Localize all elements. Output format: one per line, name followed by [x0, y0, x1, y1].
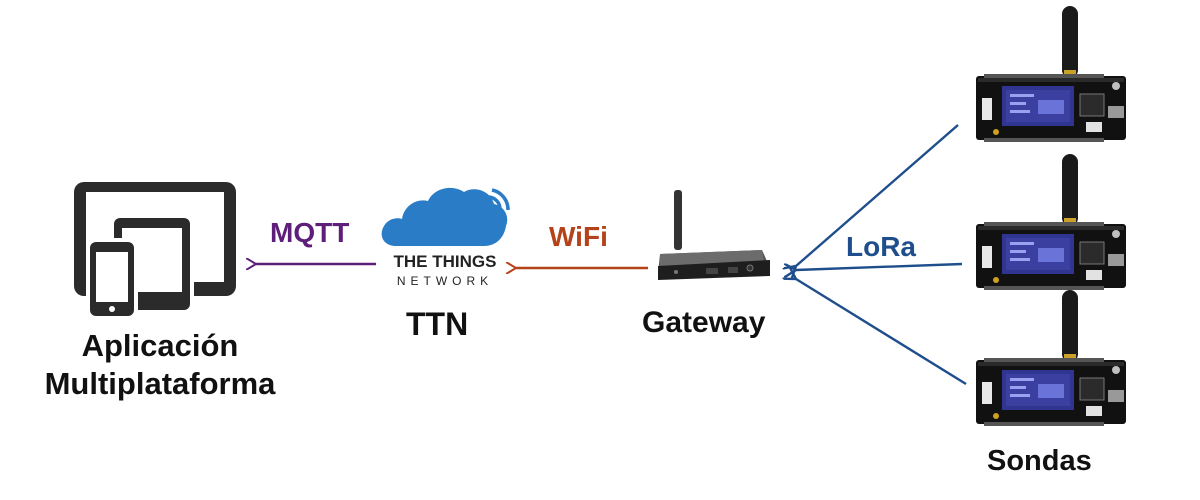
wifi-label: WiFi	[549, 221, 608, 252]
ttn-logo-line1: THE THINGS	[394, 252, 497, 271]
lora-arrow-top	[796, 124, 959, 266]
gateway-label: Gateway	[642, 306, 766, 339]
ttn-label: TTN	[406, 306, 469, 342]
cloud-icon	[381, 187, 510, 246]
app-label-line2: Multiplataforma	[44, 366, 276, 401]
multi-device-icon	[74, 182, 236, 320]
lora-label: LoRa	[846, 231, 916, 262]
gateway-icon	[658, 190, 770, 280]
ttn-logo-line2: NETWORK	[397, 274, 493, 288]
lora-arrow-bottom	[796, 279, 967, 386]
app-label: Aplicación Multiplataforma	[25, 327, 295, 403]
sondas-label: Sondas	[987, 445, 1092, 477]
lora-board-icon	[975, 5, 1127, 427]
lora-arrow-middle	[796, 262, 963, 270]
app-label-line1: Aplicación	[81, 328, 239, 363]
mqtt-label: MQTT	[270, 217, 350, 248]
